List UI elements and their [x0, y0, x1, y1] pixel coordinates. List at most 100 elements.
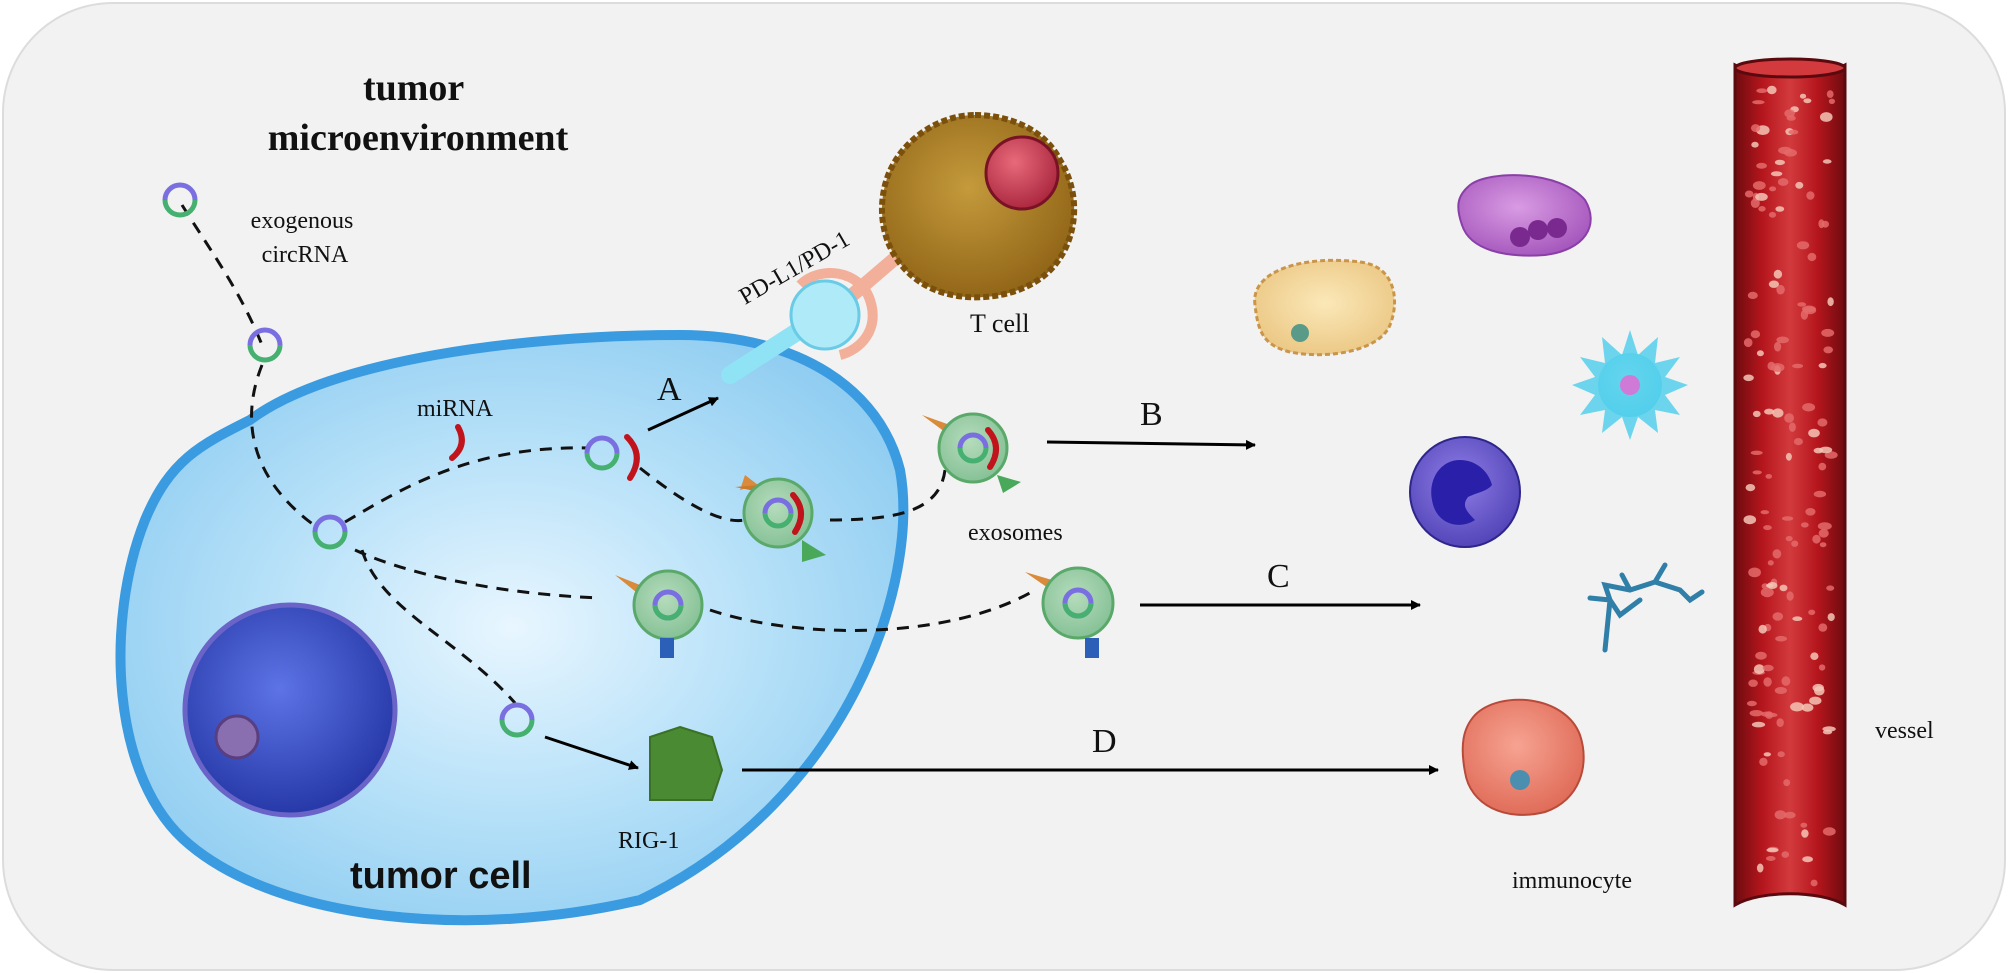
mirna-free — [449, 424, 465, 461]
blood-cell — [1764, 408, 1775, 415]
blood-cell — [1822, 726, 1836, 732]
blood-cell — [1801, 703, 1814, 712]
blood-cell — [1760, 510, 1770, 515]
blood-cell — [1788, 129, 1799, 135]
mirna-label: miRNA — [417, 396, 494, 422]
blood-cell — [1744, 190, 1754, 198]
title-label: tumor microenvironment — [268, 67, 569, 159]
blood-cell — [1821, 328, 1835, 337]
blood-cell — [1820, 112, 1833, 122]
blood-cell — [1773, 269, 1783, 279]
path-to-mirna-sponge — [344, 446, 591, 524]
blood-cell — [1828, 98, 1835, 105]
blood-cell — [1778, 146, 1792, 155]
blood-cell — [1817, 522, 1832, 530]
circrna-cytoplasm — [312, 514, 348, 550]
tumor-cell-label: tumor cell — [350, 855, 532, 897]
blood-cell — [1795, 181, 1804, 189]
blood-cell — [1810, 652, 1819, 660]
exosome-body — [1041, 566, 1115, 640]
blood-cell — [1779, 584, 1788, 592]
exogenous-label: exogenous circRNA — [251, 208, 360, 268]
blood-cell — [1793, 438, 1803, 446]
t-cell-label: T cell — [970, 309, 1029, 338]
blood-cell — [1749, 710, 1764, 717]
path-sponge-to-exosome — [639, 466, 746, 523]
arrow-a — [647, 396, 719, 432]
blood-cell — [1827, 613, 1835, 622]
blood-cell — [1772, 549, 1782, 559]
blood-cell — [1797, 302, 1807, 307]
path-d-label: D — [1092, 723, 1117, 760]
blood-cell — [1747, 291, 1758, 299]
blood-cell — [1785, 452, 1792, 461]
blood-cell — [1790, 702, 1804, 712]
path-c-label: C — [1267, 558, 1290, 595]
exosome-blue-tag — [660, 638, 674, 658]
blood-cell — [1801, 829, 1809, 838]
blood-cell — [1772, 408, 1784, 418]
blood-cell — [1775, 206, 1785, 212]
blood-cell — [1756, 350, 1764, 357]
blood-cell — [1743, 515, 1757, 525]
blood-cell — [1808, 428, 1820, 438]
blood-cell — [1774, 810, 1787, 820]
purple-granulocyte — [1457, 174, 1592, 257]
blood-cell — [1768, 280, 1779, 288]
blood-cell — [1807, 252, 1817, 262]
blood-cell — [1752, 470, 1762, 475]
blood-cell — [1751, 141, 1759, 148]
blood-cell — [1818, 664, 1826, 671]
circrna-exogenous-1 — [162, 182, 198, 218]
blood-cell — [1745, 484, 1756, 492]
blood-cell — [1746, 700, 1757, 707]
blood-cell — [1783, 779, 1791, 787]
blood-cell — [1767, 85, 1777, 95]
blood-cell — [1752, 181, 1766, 190]
blood-cell — [1772, 612, 1784, 621]
blood-cell — [1781, 851, 1790, 858]
exosomes-label: exosomes — [968, 520, 1063, 546]
blood-cell — [1752, 100, 1765, 105]
blood-cell — [1784, 811, 1796, 819]
neuron-like-cell — [1587, 562, 1705, 653]
blood-cell — [1770, 171, 1783, 177]
blood-cell — [1755, 651, 1767, 660]
blood-cell — [1759, 757, 1768, 766]
blood-cell — [1799, 93, 1807, 99]
blood-cell — [1774, 687, 1787, 694]
nucleus — [182, 602, 398, 818]
blood-cell — [1777, 751, 1785, 758]
path-to-rig1 — [360, 549, 517, 704]
blood-cell — [1800, 522, 1809, 528]
blood-cell — [1803, 98, 1812, 104]
blood-cell — [1770, 363, 1785, 372]
cyan-dendritic-cell — [1572, 330, 1688, 440]
blood-cell — [1788, 422, 1796, 432]
exosome-sponge-inner — [735, 475, 826, 562]
blood-cell — [1760, 587, 1774, 598]
blood-cell — [1796, 241, 1810, 250]
path-membrane-to-cytoplasm — [250, 364, 319, 530]
blood-cell — [1826, 90, 1834, 98]
blood-cell — [1750, 198, 1760, 208]
pathway-lines — [180, 204, 1036, 704]
nucleolus — [214, 714, 260, 760]
blood-cell — [1822, 159, 1832, 164]
blood-cell — [1765, 474, 1773, 479]
pathway-arrows — [544, 396, 1439, 775]
blood-cell — [1824, 451, 1838, 459]
blood-cell — [1781, 516, 1794, 521]
blood-cell — [1806, 191, 1815, 200]
blood-cell — [1802, 856, 1813, 863]
exosome-blue-tag — [1085, 638, 1099, 658]
exosome-green-tag — [997, 475, 1021, 493]
blood-cell — [1777, 178, 1789, 186]
blood-cell — [1756, 863, 1764, 873]
blood-cell — [1821, 220, 1830, 228]
blood-cell — [1776, 718, 1784, 727]
blood-cell — [1784, 413, 1794, 423]
exosome-body — [632, 569, 704, 641]
blood-cell — [1751, 721, 1766, 728]
